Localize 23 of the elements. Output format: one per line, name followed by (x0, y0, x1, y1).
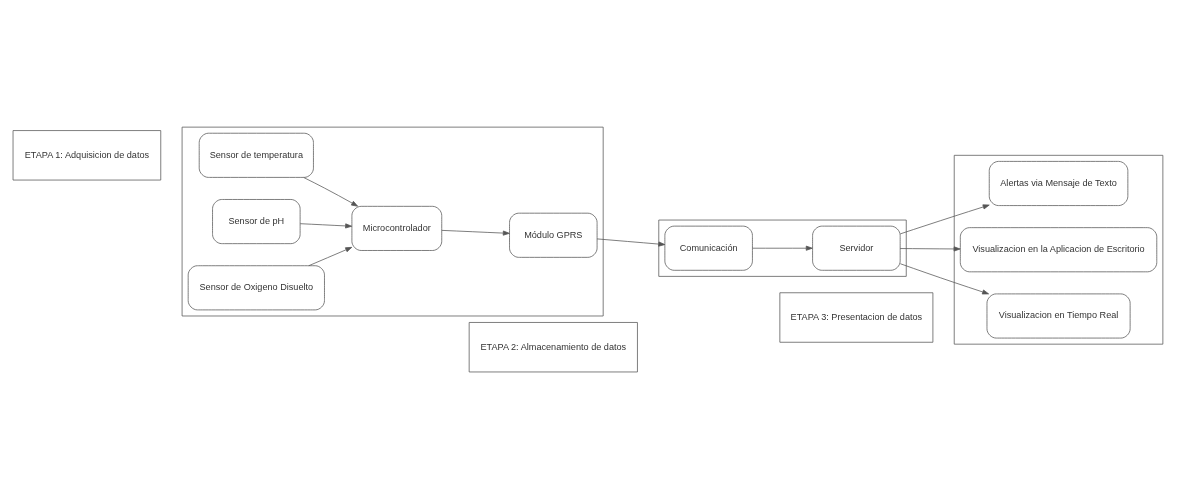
node-box: Alertas via Mensaje de Texto (988, 161, 1129, 206)
node-box: Visualizacion en la Aplicacion de Escritorio (959, 227, 1158, 273)
node-box: Sensor de pH (212, 199, 301, 244)
node-box: ETAPA 2: Almacenamiento de datos (468, 322, 638, 373)
node-box: ETAPA 1: Adquisicion de datos (12, 130, 162, 181)
node-box: Visualizacion en Tiempo Real (986, 293, 1131, 339)
node-box: Comunicación (664, 225, 753, 271)
node-box: Servidor (812, 225, 901, 271)
arrow (899, 246, 961, 252)
node-box: Sensor de temperatura (198, 132, 314, 178)
node-box: Módulo GPRS (509, 212, 598, 258)
arrow (303, 177, 359, 207)
arrow (752, 245, 813, 251)
arrow (900, 204, 990, 235)
node-box: Sensor de Oxigeno Disuelto (187, 265, 325, 311)
node-box: ETAPA 3: Presentacion de datos (779, 292, 934, 343)
node-box: Microcontrolador (351, 205, 443, 251)
arrow (308, 246, 353, 267)
arrow (899, 263, 989, 295)
arrow (441, 230, 510, 236)
arrow (299, 223, 353, 229)
cluster (181, 126, 604, 317)
arrow (596, 238, 666, 247)
